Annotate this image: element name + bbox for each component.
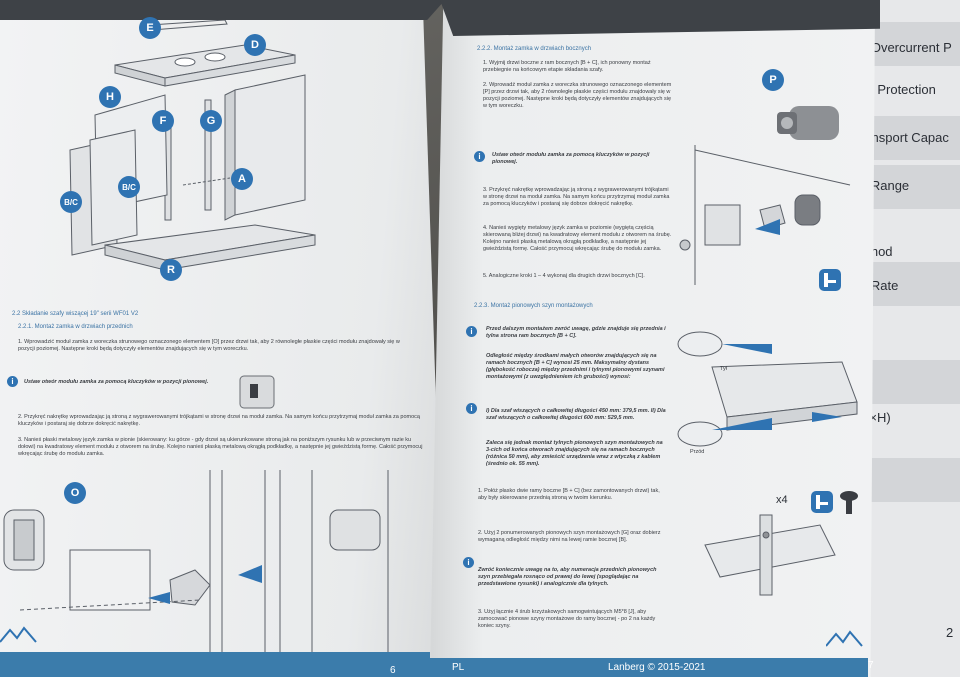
left-footer-page: 6 (390, 665, 396, 676)
info-icon: i (466, 326, 477, 337)
page3-line: ransport Capac (860, 130, 949, 145)
rail-screw-diagram (704, 514, 836, 596)
left-step-1: 1. Wprowadzić moduł zamka z woreczka str… (18, 339, 400, 352)
left-footer-bar (0, 652, 430, 677)
page3-strip (858, 458, 960, 502)
part-label-P: P (762, 69, 784, 91)
info-icon: i (463, 557, 474, 568)
right-page-top-band (440, 0, 880, 36)
part-label-H: H (99, 86, 121, 108)
info-icon: i (466, 403, 477, 414)
page3-strip (858, 116, 960, 160)
right-footer-bar (428, 658, 868, 677)
right-step-3: 3. Przykręć nakrętkę wprowadzając ją str… (483, 187, 670, 207)
screwdriver-icon (819, 269, 841, 291)
part-label-A: A (231, 168, 253, 190)
screwdriver-icon (811, 491, 833, 513)
left-step-3: 3. Nanieś płaski metalowy język zamka w … (18, 437, 423, 457)
right-info-3a: Odległość między środkami małych otworów… (486, 353, 665, 380)
lanberg-logo-icon (826, 630, 863, 647)
third-page: e Overcurrent P uit Protection ransport … (858, 0, 960, 677)
part-label-D: D (244, 34, 266, 56)
right-info-3c: Zaleca się jednak montaż tylnych pionowy… (486, 440, 663, 467)
right-info-2: Przed dalszym montażem zwróć uwagę, gdzi… (486, 326, 666, 339)
lanberg-logo-icon (0, 626, 37, 643)
right-info-1: Ustaw otwór modułu zamka za pomocą klucz… (492, 152, 650, 165)
part-label-E: E (139, 17, 161, 39)
lock-assembly-diagram (3, 470, 389, 652)
part-label-BC-1: B/C (118, 176, 140, 198)
left-section-title: 2.2 Składanie szafy wiszącej 19" serii W… (12, 311, 139, 317)
right-footer-page: 7 (868, 660, 874, 671)
right-step-4: 4. Nanieś wygięty metalowy język zamka w… (483, 225, 672, 252)
part-label-BC-2: B/C (60, 191, 82, 213)
left-subsection-title: 2.2.1. Montaż zamka w drzwiach przednich (18, 324, 133, 330)
part-label-O: O (64, 482, 86, 504)
info-icon: i (7, 376, 18, 387)
right-step-1: 1. Wyjmij drzwi boczne z ram bocznych [B… (483, 60, 651, 73)
page3-line: uit Protection (860, 82, 936, 97)
exploded-cabinet-diagram (69, 20, 316, 271)
page3-strip (858, 165, 960, 209)
page3-strip (858, 262, 960, 306)
label-front: Przód (690, 449, 705, 455)
right-subsection-lock: 2.2.2. Montaż zamka w drzwiach bocznych (477, 46, 592, 52)
lock-cylinder-image (777, 106, 839, 140)
label-back: Tył (720, 366, 728, 372)
part-label-G: G (200, 110, 222, 132)
left-step-2: 2. Przykręć nakrętkę wprowadzając ją str… (18, 414, 420, 427)
right-step-8: 3. Użyj łącznie 4 śrub krzyżakowych samo… (478, 609, 656, 629)
right-info-3b: I) Dla szaf wiszących o całkowitej długo… (486, 408, 666, 421)
info-icon: i (474, 151, 485, 162)
screw-icon (840, 491, 858, 514)
right-subsection-rails: 2.2.3. Montaż pionowych szyn montażowych (474, 303, 593, 309)
right-step-7: 2. Użyj 2 ponumerowanych pionowych szyn … (478, 530, 661, 543)
quantity-label: x4 (776, 494, 788, 506)
right-step-6: 1. Połóż płasko dwie ramy boczne [B + C]… (478, 488, 660, 501)
rail-orientation-diagram (677, 331, 858, 447)
page3-line: 2 (946, 625, 954, 640)
page3-line: e Overcurrent P (860, 40, 952, 55)
right-step-5: 5. Analogiczne kroki 1 – 4 wykonaj dla d… (483, 273, 645, 279)
part-label-R: R (160, 259, 182, 281)
right-footer-lang: PL (452, 662, 465, 673)
lock-module-image (239, 375, 275, 409)
page3-strip (858, 360, 960, 404)
right-footer-brand: Lanberg © 2015-2021 (608, 662, 706, 673)
left-page-top-band (0, 0, 445, 20)
right-info-4: Zwróć koniecznie uwagę na to, aby numera… (478, 567, 657, 587)
right-step-2: 2. Wprowadź moduł zamka z woreczka strun… (483, 82, 672, 109)
part-label-F: F (152, 110, 174, 132)
side-door-lock-diagram (679, 145, 851, 285)
page3-strip (858, 22, 960, 66)
left-info-1: Ustaw otwór modułu zamka za pomocą klucz… (24, 379, 209, 385)
